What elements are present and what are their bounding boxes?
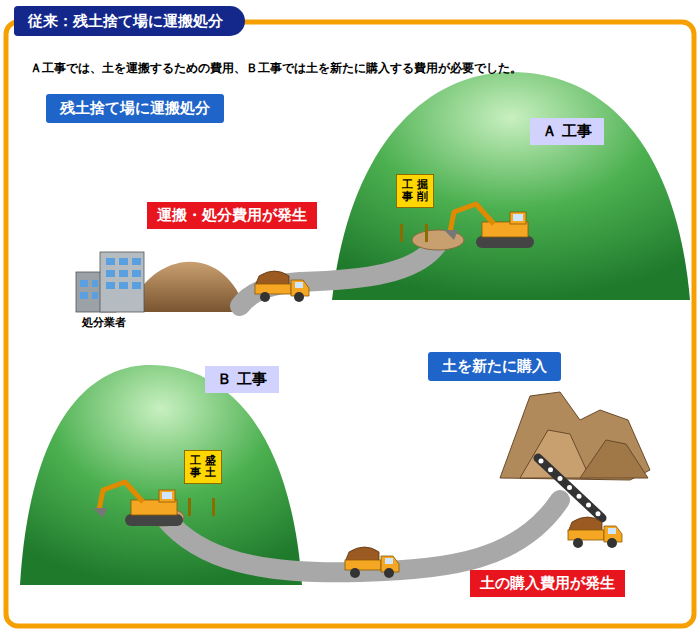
cost-box: 土の購入費用が発生 <box>470 570 625 597</box>
section-box: 残土捨て場に運搬処分 <box>46 94 224 123</box>
node-text: Ａ 工事 <box>542 122 592 140</box>
note-text: Ａ工事では、土を運搬するための費用、Ｂ工事では土を新たに購入する費用が必要でした… <box>30 60 522 77</box>
node-text: 残土捨て場に運搬処分 <box>60 99 210 117</box>
site-label: Ａ 工事 <box>530 118 604 145</box>
title-tab: 従来：残土捨て場に運搬処分 <box>14 6 245 36</box>
site-label: Ｂ 工事 <box>205 366 279 393</box>
site-sign: 掘削工事 <box>396 174 434 208</box>
cost-box: 運搬・処分費用が発生 <box>147 202 317 229</box>
node-text: 土を新たに購入 <box>442 357 547 375</box>
node-text: 掘削 <box>417 179 428 203</box>
node-text: 盛土 <box>205 455 216 479</box>
node-text: 工事 <box>402 179 413 203</box>
site-sign: 盛土工事 <box>184 450 222 484</box>
building-label: 処分業者 <box>82 315 126 330</box>
node-text: 工事 <box>190 455 201 479</box>
node-text: 土の購入費用が発生 <box>480 574 615 592</box>
section-box: 土を新たに購入 <box>428 352 561 381</box>
node-text: 運搬・処分費用が発生 <box>157 206 307 224</box>
node-text: Ｂ 工事 <box>217 370 267 388</box>
